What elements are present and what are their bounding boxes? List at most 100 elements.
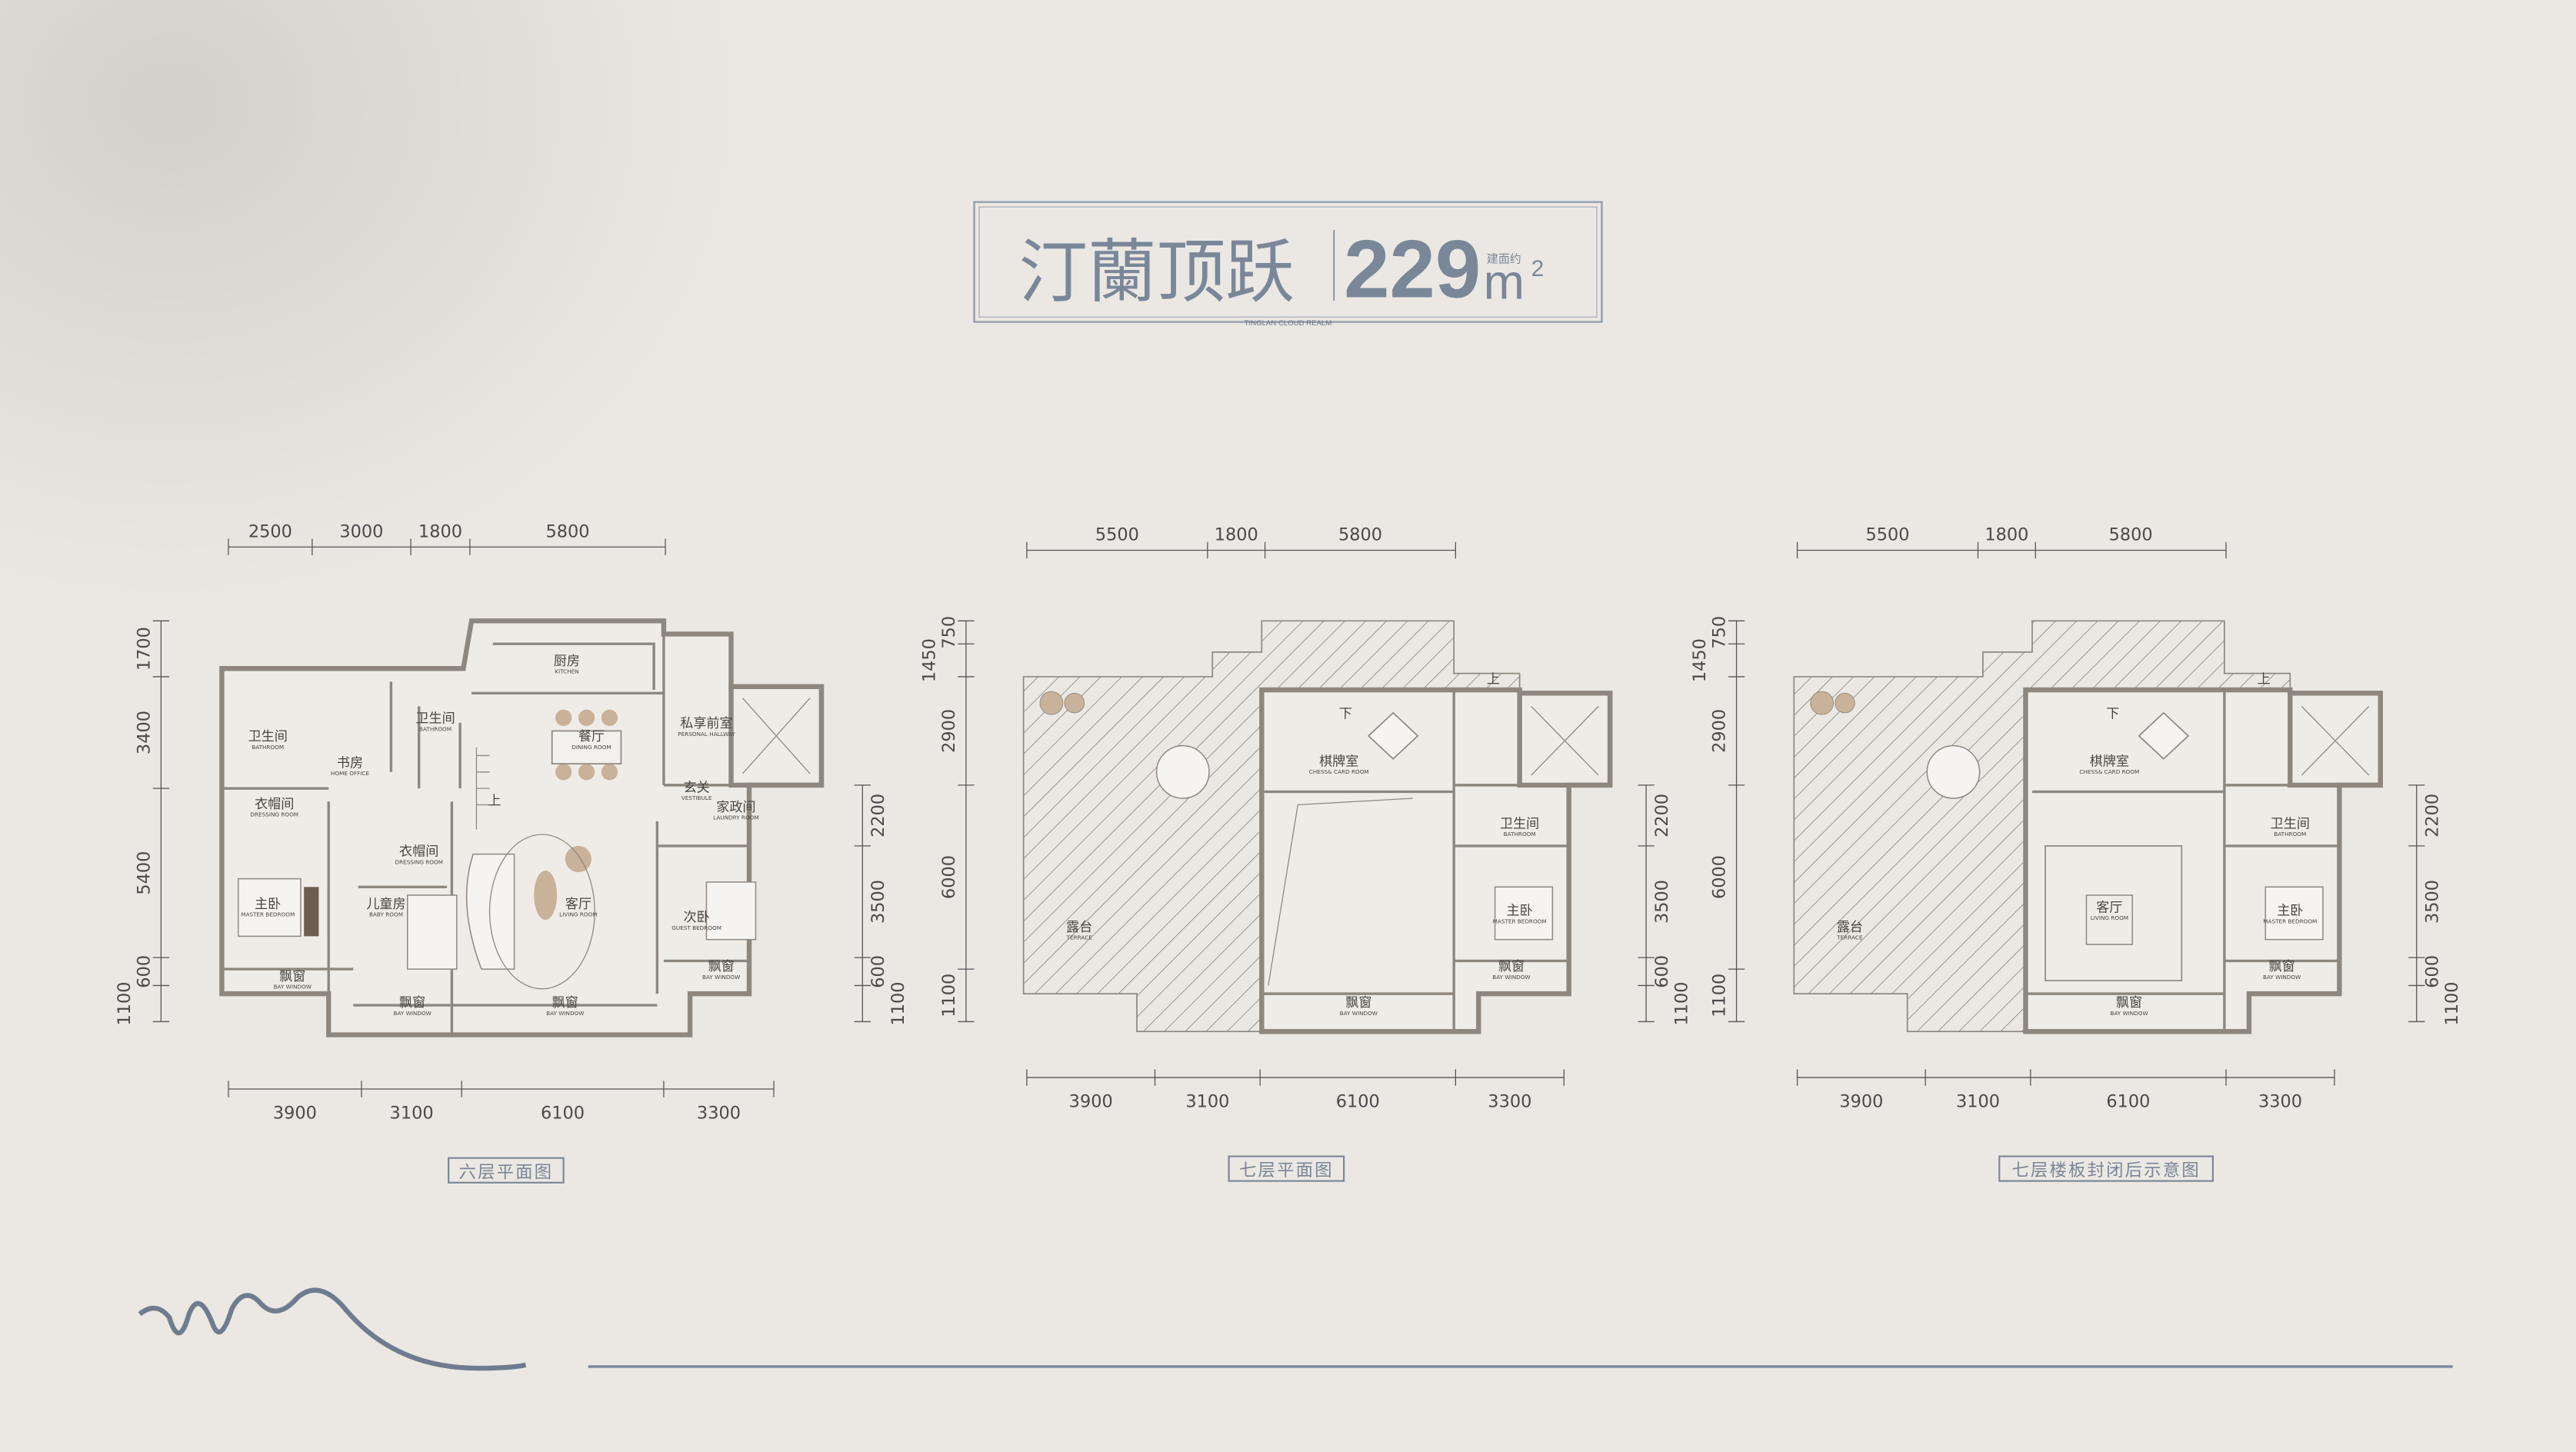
plan-closed-partitions: [2025, 690, 2340, 1032]
room-name-en: DRESSING ROOM: [395, 858, 443, 865]
dimension-label: 2200: [868, 794, 888, 838]
terrace-tables: [1039, 691, 1085, 715]
dimension-label: 600: [135, 955, 155, 988]
dimension-label: 750: [939, 616, 959, 649]
room-name-en: GUEST BEDROOM: [671, 924, 721, 931]
room-name-cn: 飘窗: [1498, 959, 1525, 974]
room-name-cn: 卫生间: [2271, 816, 2310, 831]
dimension-label: 1700: [135, 627, 155, 671]
room-name-cn: 露台: [1837, 920, 1863, 935]
elevator-shaft: [728, 684, 825, 788]
room-name-en: LIVING ROOM: [559, 911, 597, 918]
stair-direction-mark: 上: [488, 794, 501, 809]
plan-caption: 六层平面图: [459, 1162, 554, 1182]
stairs: [475, 747, 490, 830]
dimension-label: 2200: [1652, 794, 1672, 838]
room-name-cn: 客厅: [2096, 900, 2122, 915]
dimension-label: 2900: [939, 709, 959, 753]
title-frame-outer: [973, 201, 1603, 323]
dimension-label: 3100: [1185, 1091, 1229, 1111]
project-subtitle: TINGLAN CLOUD REALM: [1245, 319, 1332, 328]
dimension-label: 5800: [2109, 525, 2153, 545]
dimension-label: 6000: [939, 855, 959, 899]
dimension-label: 3400: [135, 711, 155, 754]
room-name-en: KITCHEN: [555, 668, 578, 675]
room-name-cn: 主卧: [1507, 904, 1533, 919]
plan-caption: 七层楼板封闭后示意图: [2011, 1161, 2200, 1181]
room-name-en: MASTER BEDROOM: [1493, 917, 1547, 924]
dimension-label: 6000: [1710, 855, 1730, 899]
dimension-label: 1450: [919, 638, 939, 682]
floor-plan-7f-closed: [1793, 620, 2383, 1034]
room-name-en: PERSONAL HALLWAY: [678, 731, 735, 738]
room-name-en: BATHROOM: [252, 744, 284, 751]
room-name-cn: 卫生间: [1500, 816, 1539, 831]
room-name-cn: 棋牌室: [1319, 754, 1358, 769]
dimension-label: 3900: [273, 1103, 317, 1123]
dimension-label: 3100: [390, 1103, 434, 1123]
terrace-hatch: [1793, 620, 2291, 1033]
area-value: 229: [1344, 223, 1481, 315]
room-name-cn: 餐厅: [578, 729, 605, 744]
elevator-cross-line: [1531, 705, 1599, 776]
room-name-en: TERRACE: [1836, 934, 1863, 941]
plan-7f-interior-wall: [1259, 687, 1613, 1034]
caption-frame: [1998, 1155, 2214, 1182]
dimension-label: 3000: [339, 521, 383, 541]
room-name-cn: 衣帽间: [255, 797, 294, 812]
dimension-label: 1450: [1690, 638, 1710, 682]
dimension-label: 3900: [1069, 1091, 1113, 1111]
room-name-cn: 私享前室: [680, 716, 732, 731]
room-name-en: BATHROOM: [1504, 831, 1536, 838]
dimension-label: 3100: [1956, 1091, 2000, 1111]
dimension-label: 3500: [2423, 880, 2443, 924]
room-name-en: TERRACE: [1066, 934, 1093, 941]
area-unit: m: [1484, 255, 1525, 310]
guest-bed: [705, 881, 757, 941]
room-name-cn: 厨房: [554, 654, 580, 669]
dimension-label: 5500: [1866, 525, 1910, 545]
room-name-cn: 卫生间: [415, 711, 455, 727]
coffee-table: [2085, 894, 2134, 945]
sofa: [465, 853, 515, 970]
stair-direction-mark: 下: [1339, 706, 1352, 721]
dimension-label: 600: [2423, 955, 2443, 988]
dimension-label: 3500: [1652, 880, 1672, 924]
dimension-label: 6100: [2106, 1091, 2150, 1111]
room-name-cn: 飘窗: [552, 995, 578, 1011]
terrace-hatch: [1022, 620, 1521, 1033]
dimension-label: 1100: [115, 981, 135, 1025]
room-name-en: BAY WINDOW: [274, 984, 312, 991]
master-bed: [2264, 886, 2324, 941]
room-name-en: BAY WINDOW: [702, 974, 740, 981]
room-name-cn: 玄关: [684, 780, 710, 795]
caption-frame: [1228, 1155, 1345, 1182]
room-name-en: BAY WINDOW: [546, 1010, 584, 1017]
dimension-label: 3300: [697, 1103, 741, 1123]
caption-frame: [448, 1157, 565, 1184]
card-table: [2138, 711, 2190, 760]
room-name-cn: 主卧: [255, 897, 281, 912]
dimension-label: 1800: [418, 521, 462, 541]
stair-direction-mark: 上: [2258, 671, 2271, 687]
